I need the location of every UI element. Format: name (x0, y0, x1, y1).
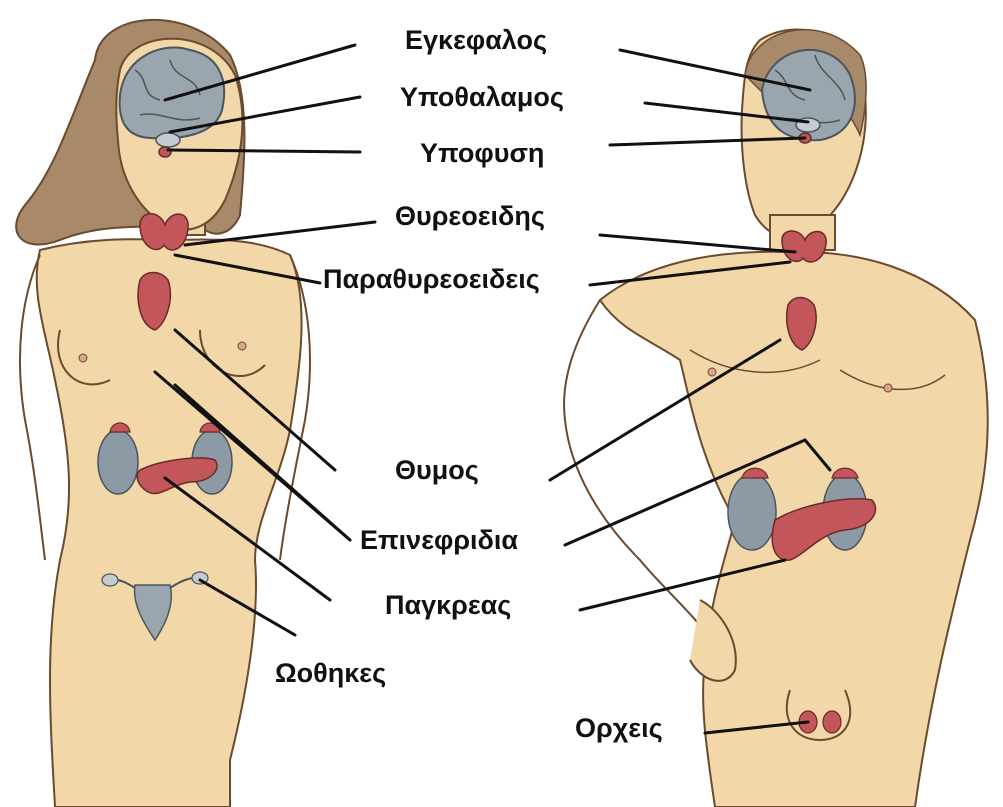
label-parathyroids: Παραθυρεοειδεις (323, 266, 540, 293)
label-hypothalamus: Υποθαλαμος (400, 84, 564, 111)
label-pituitary: Υποφυση (420, 140, 544, 167)
female-figure (16, 20, 310, 807)
label-pancreas: Παγκρεας (385, 592, 511, 619)
female-torso (37, 239, 302, 807)
label-thymus: Θυμος (395, 457, 479, 484)
male-kidney-left (728, 474, 776, 550)
label-ovaries: Ωοθηκες (275, 660, 386, 687)
label-brain: Εγκεφαλος (405, 27, 547, 54)
label-testes: Ορχεις (575, 715, 663, 742)
label-adrenals: Επινεφριδια (360, 527, 518, 554)
male-testis-right (823, 711, 841, 733)
leader-pituitary-left (168, 150, 360, 152)
leader-thyroid-right (600, 235, 795, 252)
label-thyroid: Θυρεοειδης (395, 203, 545, 230)
male-figure (564, 29, 988, 807)
female-kidney-left (98, 430, 138, 494)
